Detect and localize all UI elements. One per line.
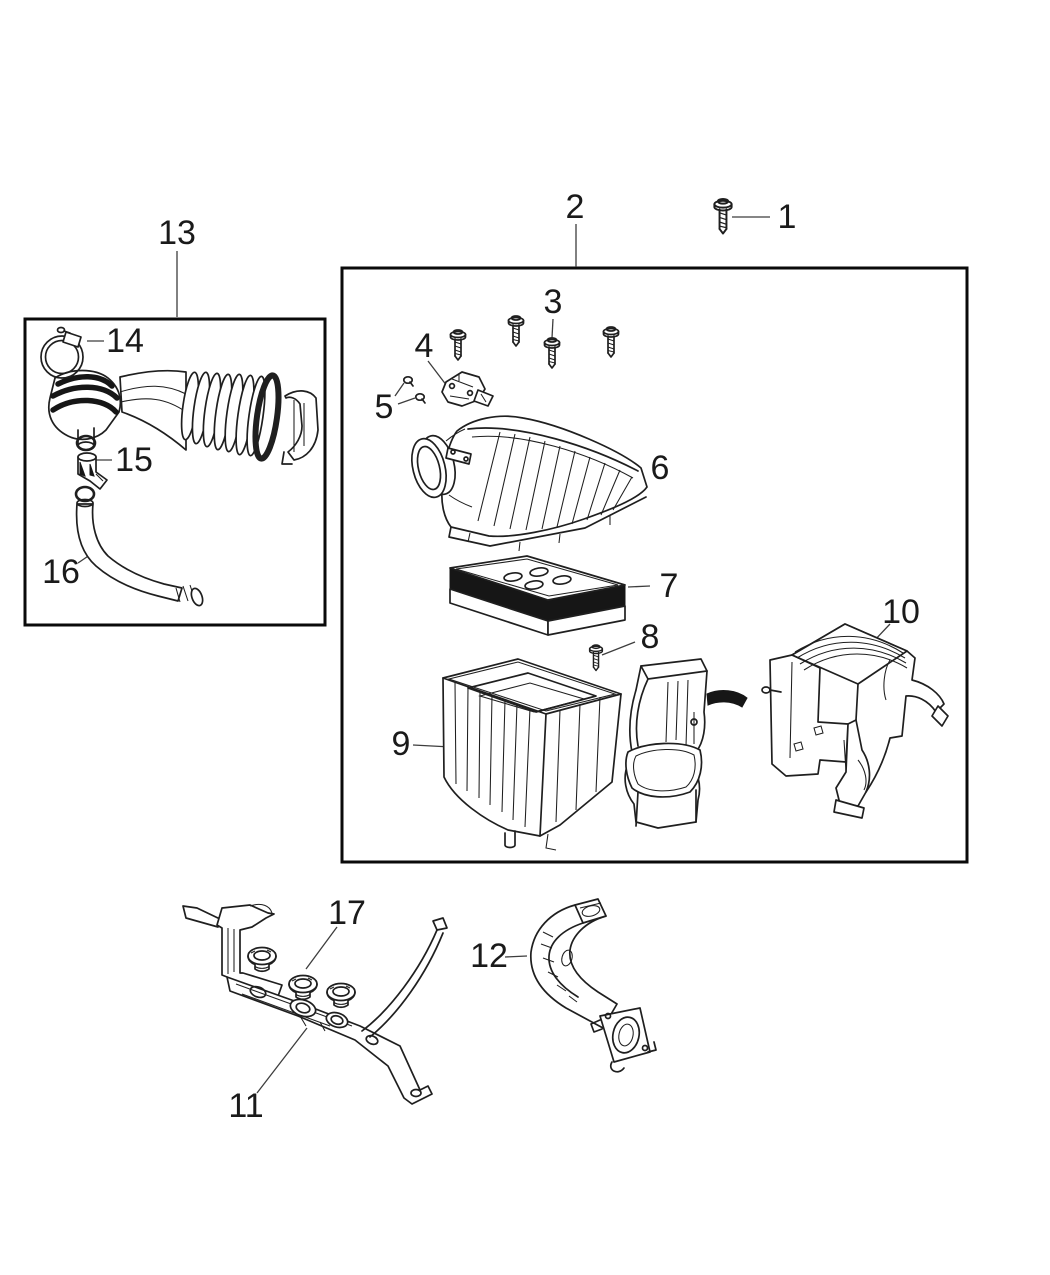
hose-fitting [74,434,108,503]
callout-8-label: 8 [641,618,660,656]
vent-hose [75,498,204,607]
intake-hose-box [23,317,327,627]
sensor-screws [402,375,426,404]
cover-screws [449,315,620,369]
air-filter-element [449,555,626,636]
callout-5-label: 5 [375,388,394,426]
air-cleaner-body [442,658,622,851]
intake-hose [48,369,319,465]
callout-11-label: 11 [228,1087,263,1125]
callout-17-label: 17 [328,894,366,932]
callout-6-label: 6 [651,449,670,487]
callout-2-label: 2 [566,188,585,226]
resonator-duct [624,658,748,829]
hose-clamp [40,326,84,379]
body-screw [588,644,604,672]
screw-part-1 [713,198,733,235]
callout-12-label: 12 [470,937,508,975]
callout-4-label: 4 [415,327,434,365]
callout-16-label: 16 [42,553,80,591]
callout-14-label: 14 [106,322,144,360]
callout-1-label: 1 [778,198,797,236]
callout-labels: 1 2 3 4 5 6 7 8 9 10 11 12 13 14 15 16 1… [42,188,920,1125]
air-cleaner-cover [411,415,648,552]
heat-shield [761,623,949,819]
callout-13-label: 13 [158,214,196,252]
callout-10-label: 10 [882,593,920,631]
support-bracket [182,903,448,1105]
callout-9-label: 9 [392,725,411,763]
main-assembly-box [340,266,969,864]
callout-15-label: 15 [115,441,153,479]
air-inlet-duct [530,898,657,1073]
air-flow-sensor [441,371,494,407]
callout-7-label: 7 [660,567,679,605]
callout-3-label: 3 [544,283,563,321]
